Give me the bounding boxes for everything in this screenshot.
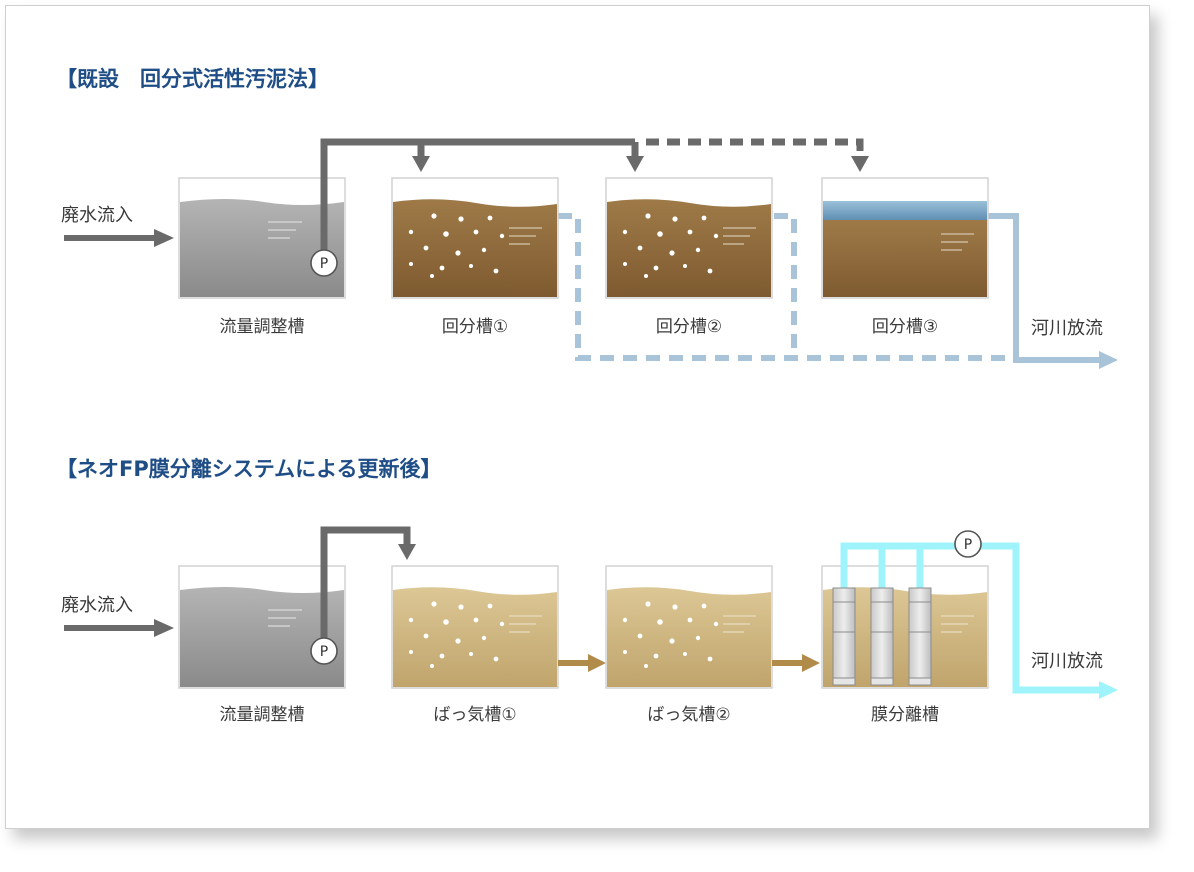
membrane-module-1 xyxy=(832,587,856,686)
existing-inflow-label: 廃水流入 xyxy=(61,205,133,226)
existing-feed-pipe-dashed xyxy=(646,138,869,172)
membrane-module-3 xyxy=(908,587,932,686)
existing-tank-flow-adjustment xyxy=(178,177,346,299)
renewed-transfer-arrow-2 xyxy=(772,654,820,672)
existing-outflow-label: 河川放流 xyxy=(1031,318,1103,339)
svg-text:P: P xyxy=(964,537,972,553)
renewed-pump-symbol-2: P xyxy=(954,530,982,558)
renewed-tank-flow-adjustment xyxy=(178,565,346,689)
renewed-heading: 【ネオFP膜分離システムによる更新後】 xyxy=(56,457,441,481)
renewed-feed-pipe xyxy=(320,526,416,646)
existing-feed-pipe xyxy=(320,138,644,254)
renewed-pump-symbol-1: P xyxy=(310,637,338,665)
renewed-tank-aeration-2 xyxy=(605,565,773,689)
svg-text:P: P xyxy=(320,256,328,272)
renewed-outflow-arrowhead xyxy=(1099,681,1118,699)
process-flow-diagram: 【既設 回分式活性汚泥法】 廃水流入 河川放流 流量調整槽 xyxy=(56,67,1118,725)
renewed-tank-3-label: ばっ気槽② xyxy=(647,705,730,725)
renewed-tank-1-label: 流量調整槽 xyxy=(220,705,305,725)
renewed-tank-aeration-1 xyxy=(391,565,559,689)
renewed-permeate-pipe xyxy=(840,542,1101,694)
renewed-tank-2-label: ばっ気槽① xyxy=(433,705,516,725)
existing-tank-batch-1 xyxy=(391,177,559,299)
existing-outflow-arrow xyxy=(988,213,1118,369)
renewed-inflow-label: 廃水流入 xyxy=(61,595,133,616)
renewed-transfer-arrow-1 xyxy=(558,654,606,672)
renewed-outflow-label: 河川放流 xyxy=(1031,651,1103,672)
existing-tank-4-label: 回分槽③ xyxy=(872,317,938,337)
svg-text:P: P xyxy=(320,644,328,660)
existing-heading: 【既設 回分式活性汚泥法】 xyxy=(56,67,329,91)
existing-inflow-arrow xyxy=(64,229,174,247)
existing-tank-3-label: 回分槽② xyxy=(656,317,722,337)
membrane-module-2 xyxy=(870,587,894,686)
renewed-inflow-arrow xyxy=(64,619,174,637)
existing-tank-batch-2 xyxy=(605,177,773,299)
existing-pump-symbol: P xyxy=(310,249,338,277)
renewed-tank-4-label: 膜分離槽 xyxy=(871,705,939,725)
existing-tank-batch-3 xyxy=(821,177,989,299)
existing-dashed-transfer-line xyxy=(558,213,1006,361)
existing-tank-1-label: 流量調整槽 xyxy=(220,317,305,337)
existing-tank-2-label: 回分槽① xyxy=(442,317,508,337)
diagram-card: 【既設 回分式活性汚泥法】 廃水流入 河川放流 流量調整槽 xyxy=(5,5,1150,829)
